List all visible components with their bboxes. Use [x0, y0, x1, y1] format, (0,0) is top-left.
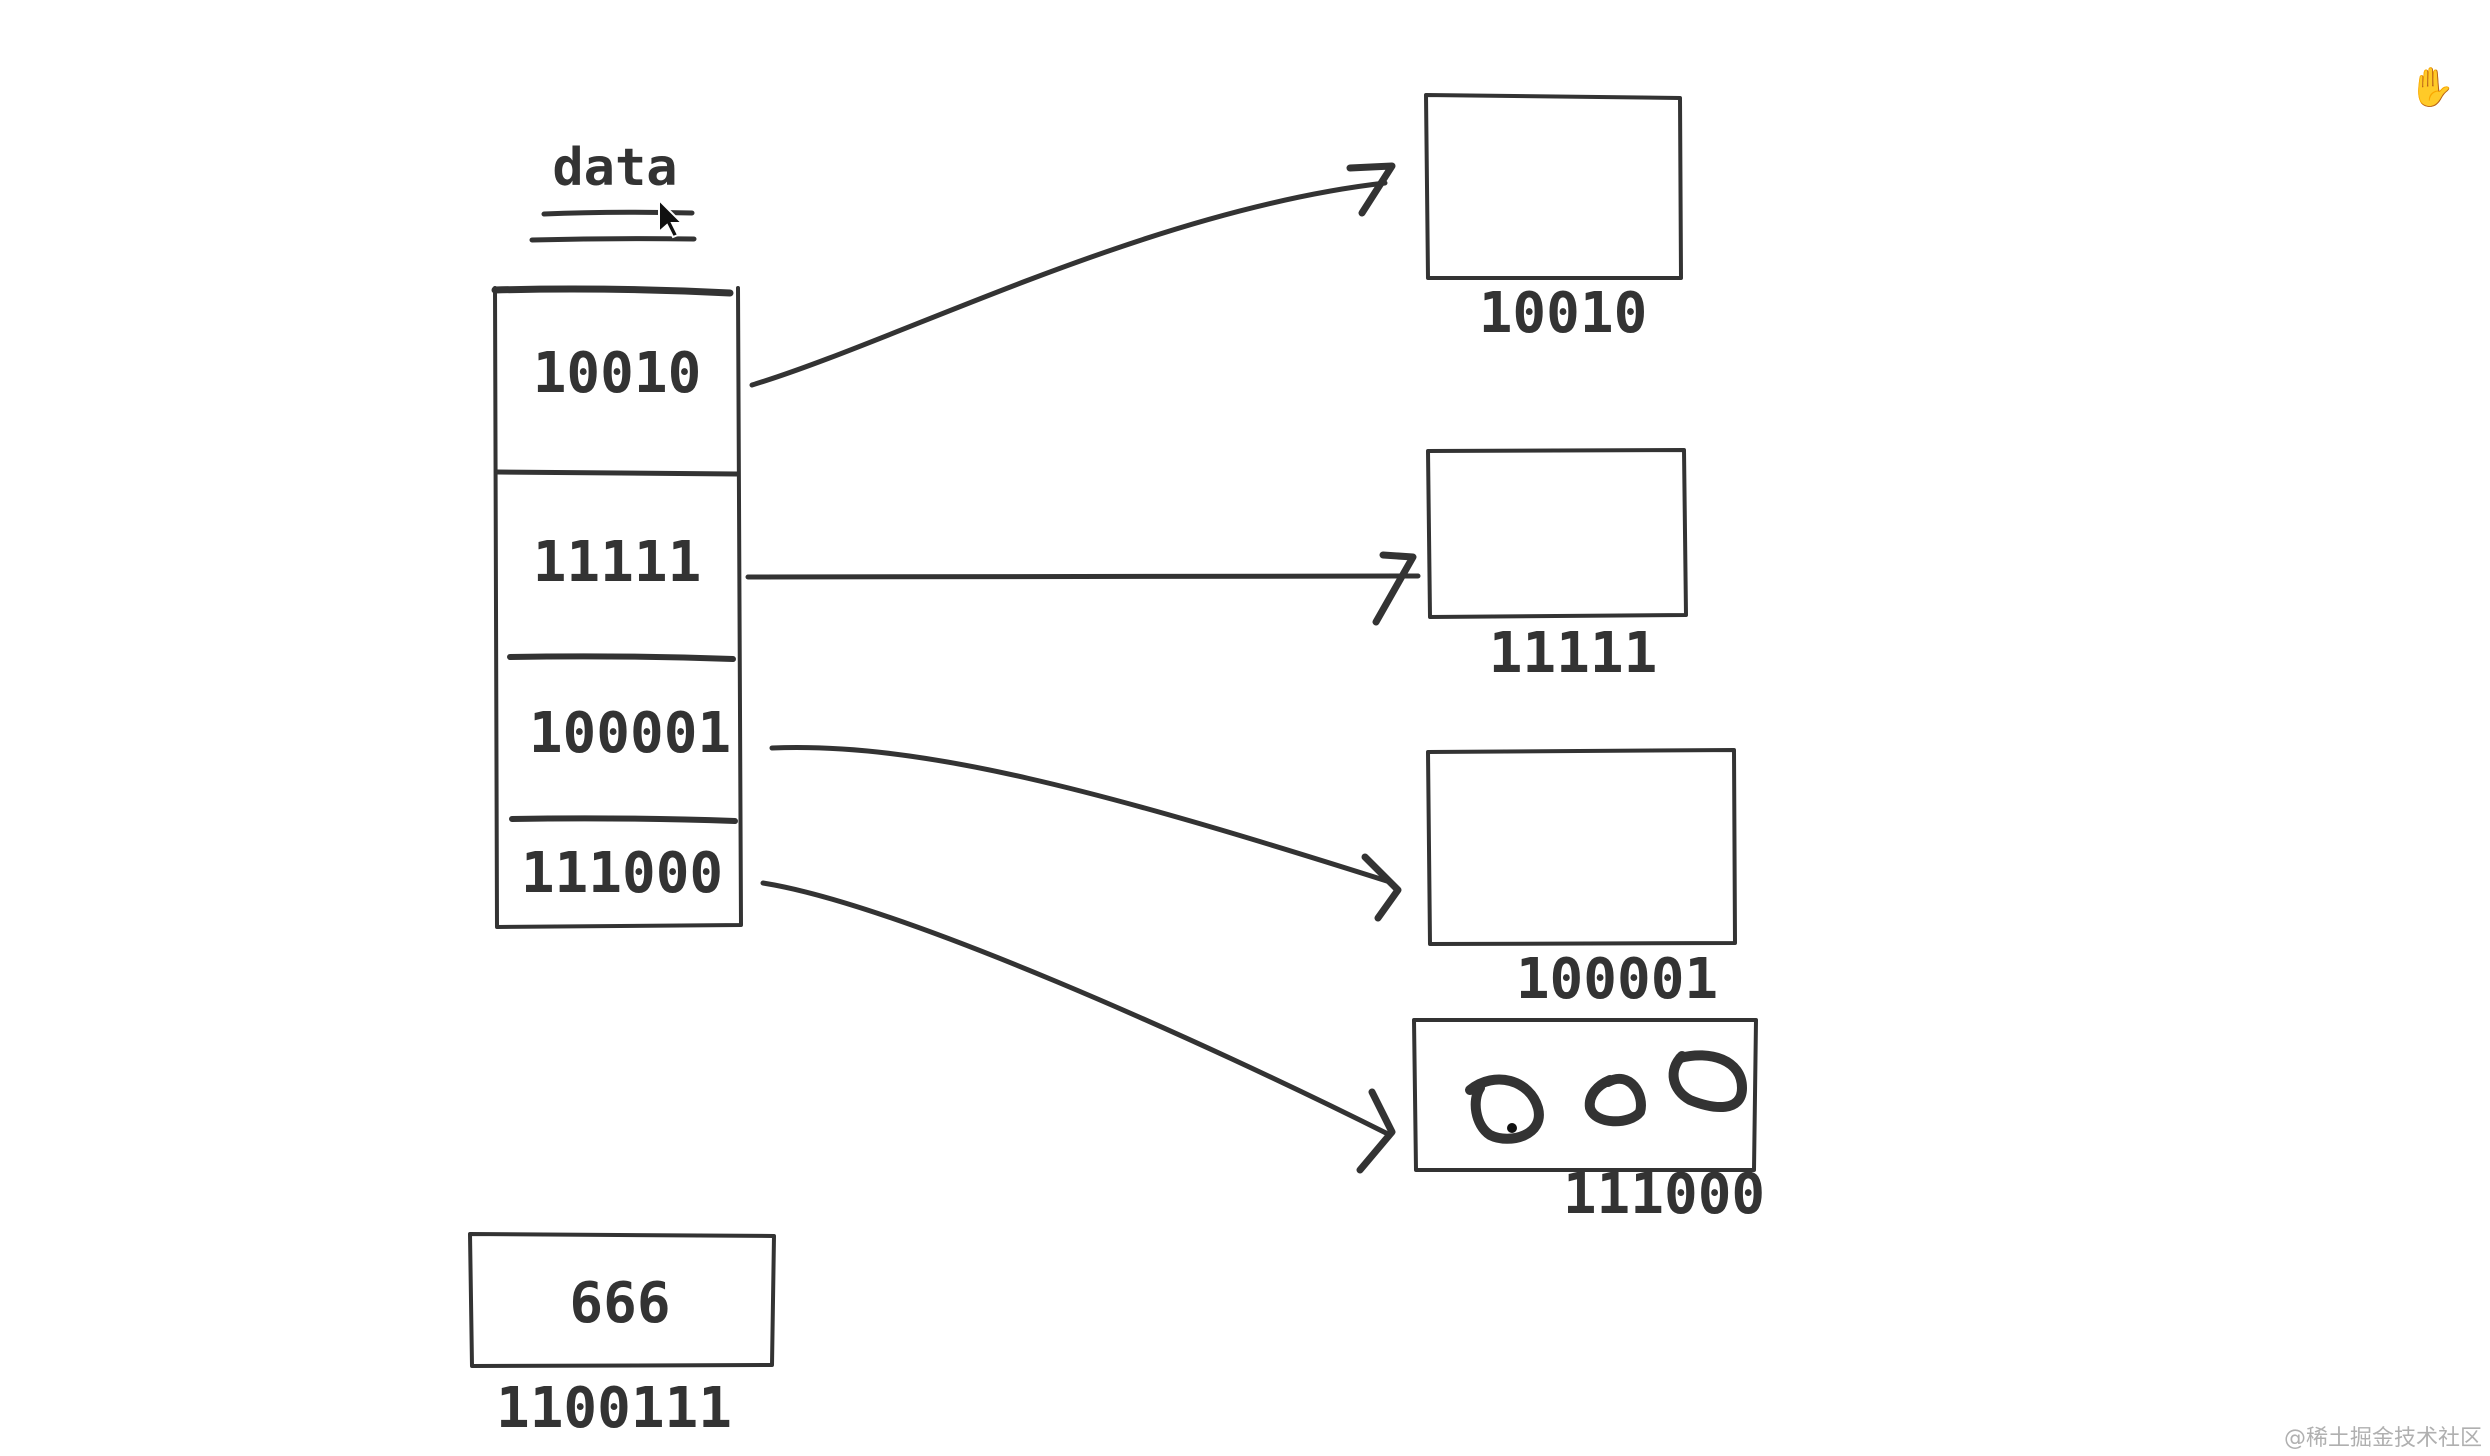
array-cell-4: 111000: [521, 841, 723, 906]
target-address-3: 100001: [1516, 947, 1718, 1012]
array-cell-1: 10010: [533, 341, 702, 406]
array-top-edge: [491, 285, 734, 297]
arrow-4-shaft: [760, 880, 1393, 1138]
array-divider-3: [509, 815, 738, 824]
scribble-dot: [1507, 1123, 1517, 1133]
arrow-1-head: [1346, 162, 1396, 217]
target-box-4-outline: [1412, 1018, 1758, 1172]
scribble-circle-2: [1584, 1073, 1646, 1127]
variable-box-outline: [468, 1232, 776, 1368]
title-underline-1: [541, 209, 695, 217]
target-box-4-content: [1465, 1050, 1747, 1144]
hand-tool-icon[interactable]: ✋: [2408, 65, 2455, 109]
target-address-2: 11111: [1489, 621, 1658, 686]
watermark: @稀土掘金技术社区: [2284, 1426, 2482, 1451]
array-divider-2: [507, 653, 736, 662]
target-box-4: 111000: [1412, 1018, 1765, 1227]
target-box-3-outline: [1426, 748, 1737, 946]
hand-tool-glyph[interactable]: ✋: [2408, 65, 2455, 109]
variable-address: 1100111: [496, 1376, 732, 1441]
pointer-arrows: [745, 162, 1421, 1174]
title-underline-2: [529, 236, 697, 243]
variable-value: 666: [569, 1271, 670, 1336]
target-box-2-outline: [1426, 448, 1688, 619]
arrow-3-head: [1361, 853, 1402, 922]
array-title-text: data: [552, 138, 677, 198]
target-address-4: 111000: [1563, 1162, 1765, 1227]
arrow-2-head: [1372, 551, 1417, 626]
target-box-3: 100001: [1426, 748, 1737, 1012]
target-box-1-outline: [1424, 93, 1683, 280]
arrow-3-shaft: [769, 745, 1393, 885]
target-address-1: 10010: [1479, 281, 1648, 346]
variable-box: 666 1100111: [468, 1232, 776, 1441]
array-box: 10010 11111 100001 111000: [491, 285, 743, 929]
arrow-4-head: [1356, 1088, 1396, 1174]
mouse-pointer-icon: [658, 197, 685, 239]
arrow-2-shaft: [745, 573, 1421, 580]
array-cell-2: 11111: [533, 530, 702, 595]
target-box-2: 11111: [1426, 448, 1688, 686]
array-title: data: [529, 138, 697, 243]
array-cell-3: 100001: [529, 701, 731, 766]
target-box-1: 10010: [1424, 93, 1683, 346]
scribble-circle-1: [1465, 1074, 1544, 1144]
array-outline: [493, 286, 743, 929]
arrow-1-shaft: [749, 180, 1388, 388]
array-divider-1: [494, 469, 740, 477]
scribble-circle-3: [1668, 1050, 1747, 1113]
